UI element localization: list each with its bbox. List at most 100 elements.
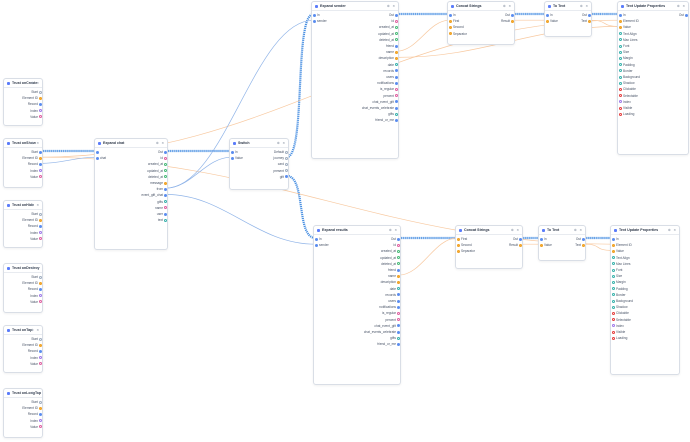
- input-port[interactable]: sender: [314, 242, 329, 248]
- node-header[interactable]: Trust onHide⚙ ✕: [4, 201, 42, 210]
- port-dot-icon[interactable]: [396, 311, 400, 315]
- port-dot-icon[interactable]: [396, 268, 400, 272]
- input-port[interactable]: Max Lines: [618, 37, 638, 43]
- port-dot-icon[interactable]: [396, 280, 400, 284]
- port-dot-icon[interactable]: [618, 63, 622, 67]
- node-menu-icon[interactable]: ⚙ ✕: [30, 141, 40, 145]
- port-dot-icon[interactable]: [618, 81, 622, 85]
- output-port[interactable]: Value: [30, 299, 42, 305]
- output-port[interactable]: deleted_at: [379, 37, 398, 43]
- input-port[interactable]: Font: [611, 267, 622, 273]
- exec-wire[interactable]: [286, 174, 316, 240]
- port-dot-icon[interactable]: [510, 13, 514, 17]
- output-port[interactable]: description: [379, 55, 398, 61]
- output-port[interactable]: chat_event_gift: [372, 99, 398, 105]
- data-wire[interactable]: [40, 156, 97, 164]
- port-dot-icon[interactable]: [38, 419, 42, 423]
- port-dot-icon[interactable]: [38, 287, 42, 291]
- input-port[interactable]: Value: [230, 155, 243, 161]
- port-dot-icon[interactable]: [618, 25, 622, 29]
- node-menu-icon[interactable]: ⚙ ✕: [30, 266, 40, 270]
- port-dot-icon[interactable]: [38, 156, 42, 160]
- input-port[interactable]: Border: [618, 68, 633, 74]
- port-dot-icon[interactable]: [38, 294, 42, 298]
- output-port[interactable]: friend_or_me: [377, 341, 400, 347]
- port-dot-icon[interactable]: [38, 231, 42, 235]
- port-dot-icon[interactable]: [394, 44, 398, 48]
- output-port[interactable]: updated_at: [380, 255, 400, 261]
- output-port[interactable]: Result: [509, 242, 522, 248]
- port-dot-icon[interactable]: [396, 330, 400, 334]
- output-port[interactable]: Start: [31, 274, 42, 280]
- output-port[interactable]: Record: [28, 286, 42, 292]
- output-port[interactable]: gifts: [157, 199, 167, 205]
- output-port[interactable]: Default: [274, 149, 288, 155]
- output-port[interactable]: Start: [31, 336, 42, 342]
- port-dot-icon[interactable]: [396, 318, 400, 322]
- node-header[interactable]: Expand sender⚙ ✕: [312, 2, 398, 11]
- input-port[interactable]: Clickable: [618, 86, 636, 92]
- port-dot-icon[interactable]: [396, 249, 400, 253]
- output-port[interactable]: friend: [388, 267, 400, 273]
- exec-wire[interactable]: [286, 12, 314, 159]
- output-port[interactable]: Value: [30, 114, 42, 120]
- node-menu-icon[interactable]: ⚙ ✕: [388, 228, 398, 232]
- port-dot-icon[interactable]: [396, 287, 400, 291]
- output-port[interactable]: Element ID: [22, 217, 42, 223]
- port-dot-icon[interactable]: [587, 19, 591, 23]
- port-dot-icon[interactable]: [284, 156, 288, 160]
- output-port[interactable]: description: [381, 279, 400, 285]
- port-dot-icon[interactable]: [448, 32, 452, 36]
- port-dot-icon[interactable]: [38, 175, 42, 179]
- output-port[interactable]: Value: [30, 424, 42, 430]
- port-dot-icon[interactable]: [611, 280, 615, 284]
- port-dot-icon[interactable]: [396, 262, 400, 266]
- port-dot-icon[interactable]: [163, 156, 167, 160]
- output-port[interactable]: Start: [31, 211, 42, 217]
- input-port[interactable]: Selectable: [611, 317, 631, 323]
- output-port[interactable]: Element ID: [22, 342, 42, 348]
- port-dot-icon[interactable]: [611, 256, 615, 260]
- port-dot-icon[interactable]: [618, 106, 622, 110]
- output-port[interactable]: Value: [30, 174, 42, 180]
- output-port[interactable]: Out: [391, 236, 400, 242]
- input-port[interactable]: Loading: [611, 335, 627, 341]
- output-port[interactable]: updated_at: [147, 168, 167, 174]
- port-dot-icon[interactable]: [518, 237, 522, 241]
- output-port[interactable]: records: [383, 68, 398, 74]
- output-port[interactable]: Out: [389, 12, 398, 18]
- input-port[interactable]: Font: [618, 43, 629, 49]
- output-port[interactable]: name: [386, 49, 398, 55]
- port-dot-icon[interactable]: [163, 162, 167, 166]
- output-port[interactable]: Index: [30, 418, 42, 424]
- input-port[interactable]: Padding: [618, 62, 635, 68]
- port-dot-icon[interactable]: [396, 336, 400, 340]
- output-port[interactable]: created_at: [379, 24, 398, 30]
- port-dot-icon[interactable]: [314, 243, 318, 247]
- output-port[interactable]: Text: [581, 18, 591, 24]
- output-port[interactable]: event_gift_chat: [141, 192, 167, 198]
- input-port[interactable]: Visible: [618, 105, 632, 111]
- port-dot-icon[interactable]: [163, 150, 167, 154]
- node-header[interactable]: To Text⚙ ✕: [539, 226, 585, 235]
- output-port[interactable]: present: [273, 168, 288, 174]
- input-port[interactable]: sender: [312, 18, 327, 24]
- port-dot-icon[interactable]: [684, 13, 688, 17]
- port-dot-icon[interactable]: [38, 169, 42, 173]
- port-dot-icon[interactable]: [448, 19, 452, 23]
- port-dot-icon[interactable]: [38, 275, 42, 279]
- port-dot-icon[interactable]: [38, 90, 42, 94]
- output-port[interactable]: Index: [30, 230, 42, 236]
- output-port[interactable]: users: [388, 298, 400, 304]
- port-dot-icon[interactable]: [539, 243, 543, 247]
- port-dot-icon[interactable]: [38, 362, 42, 366]
- input-port[interactable]: Second: [456, 242, 472, 248]
- input-port[interactable]: In: [539, 236, 547, 242]
- port-dot-icon[interactable]: [163, 206, 167, 210]
- output-port[interactable]: name: [155, 205, 167, 211]
- output-port[interactable]: deleted_at: [381, 261, 400, 267]
- port-dot-icon[interactable]: [163, 181, 167, 185]
